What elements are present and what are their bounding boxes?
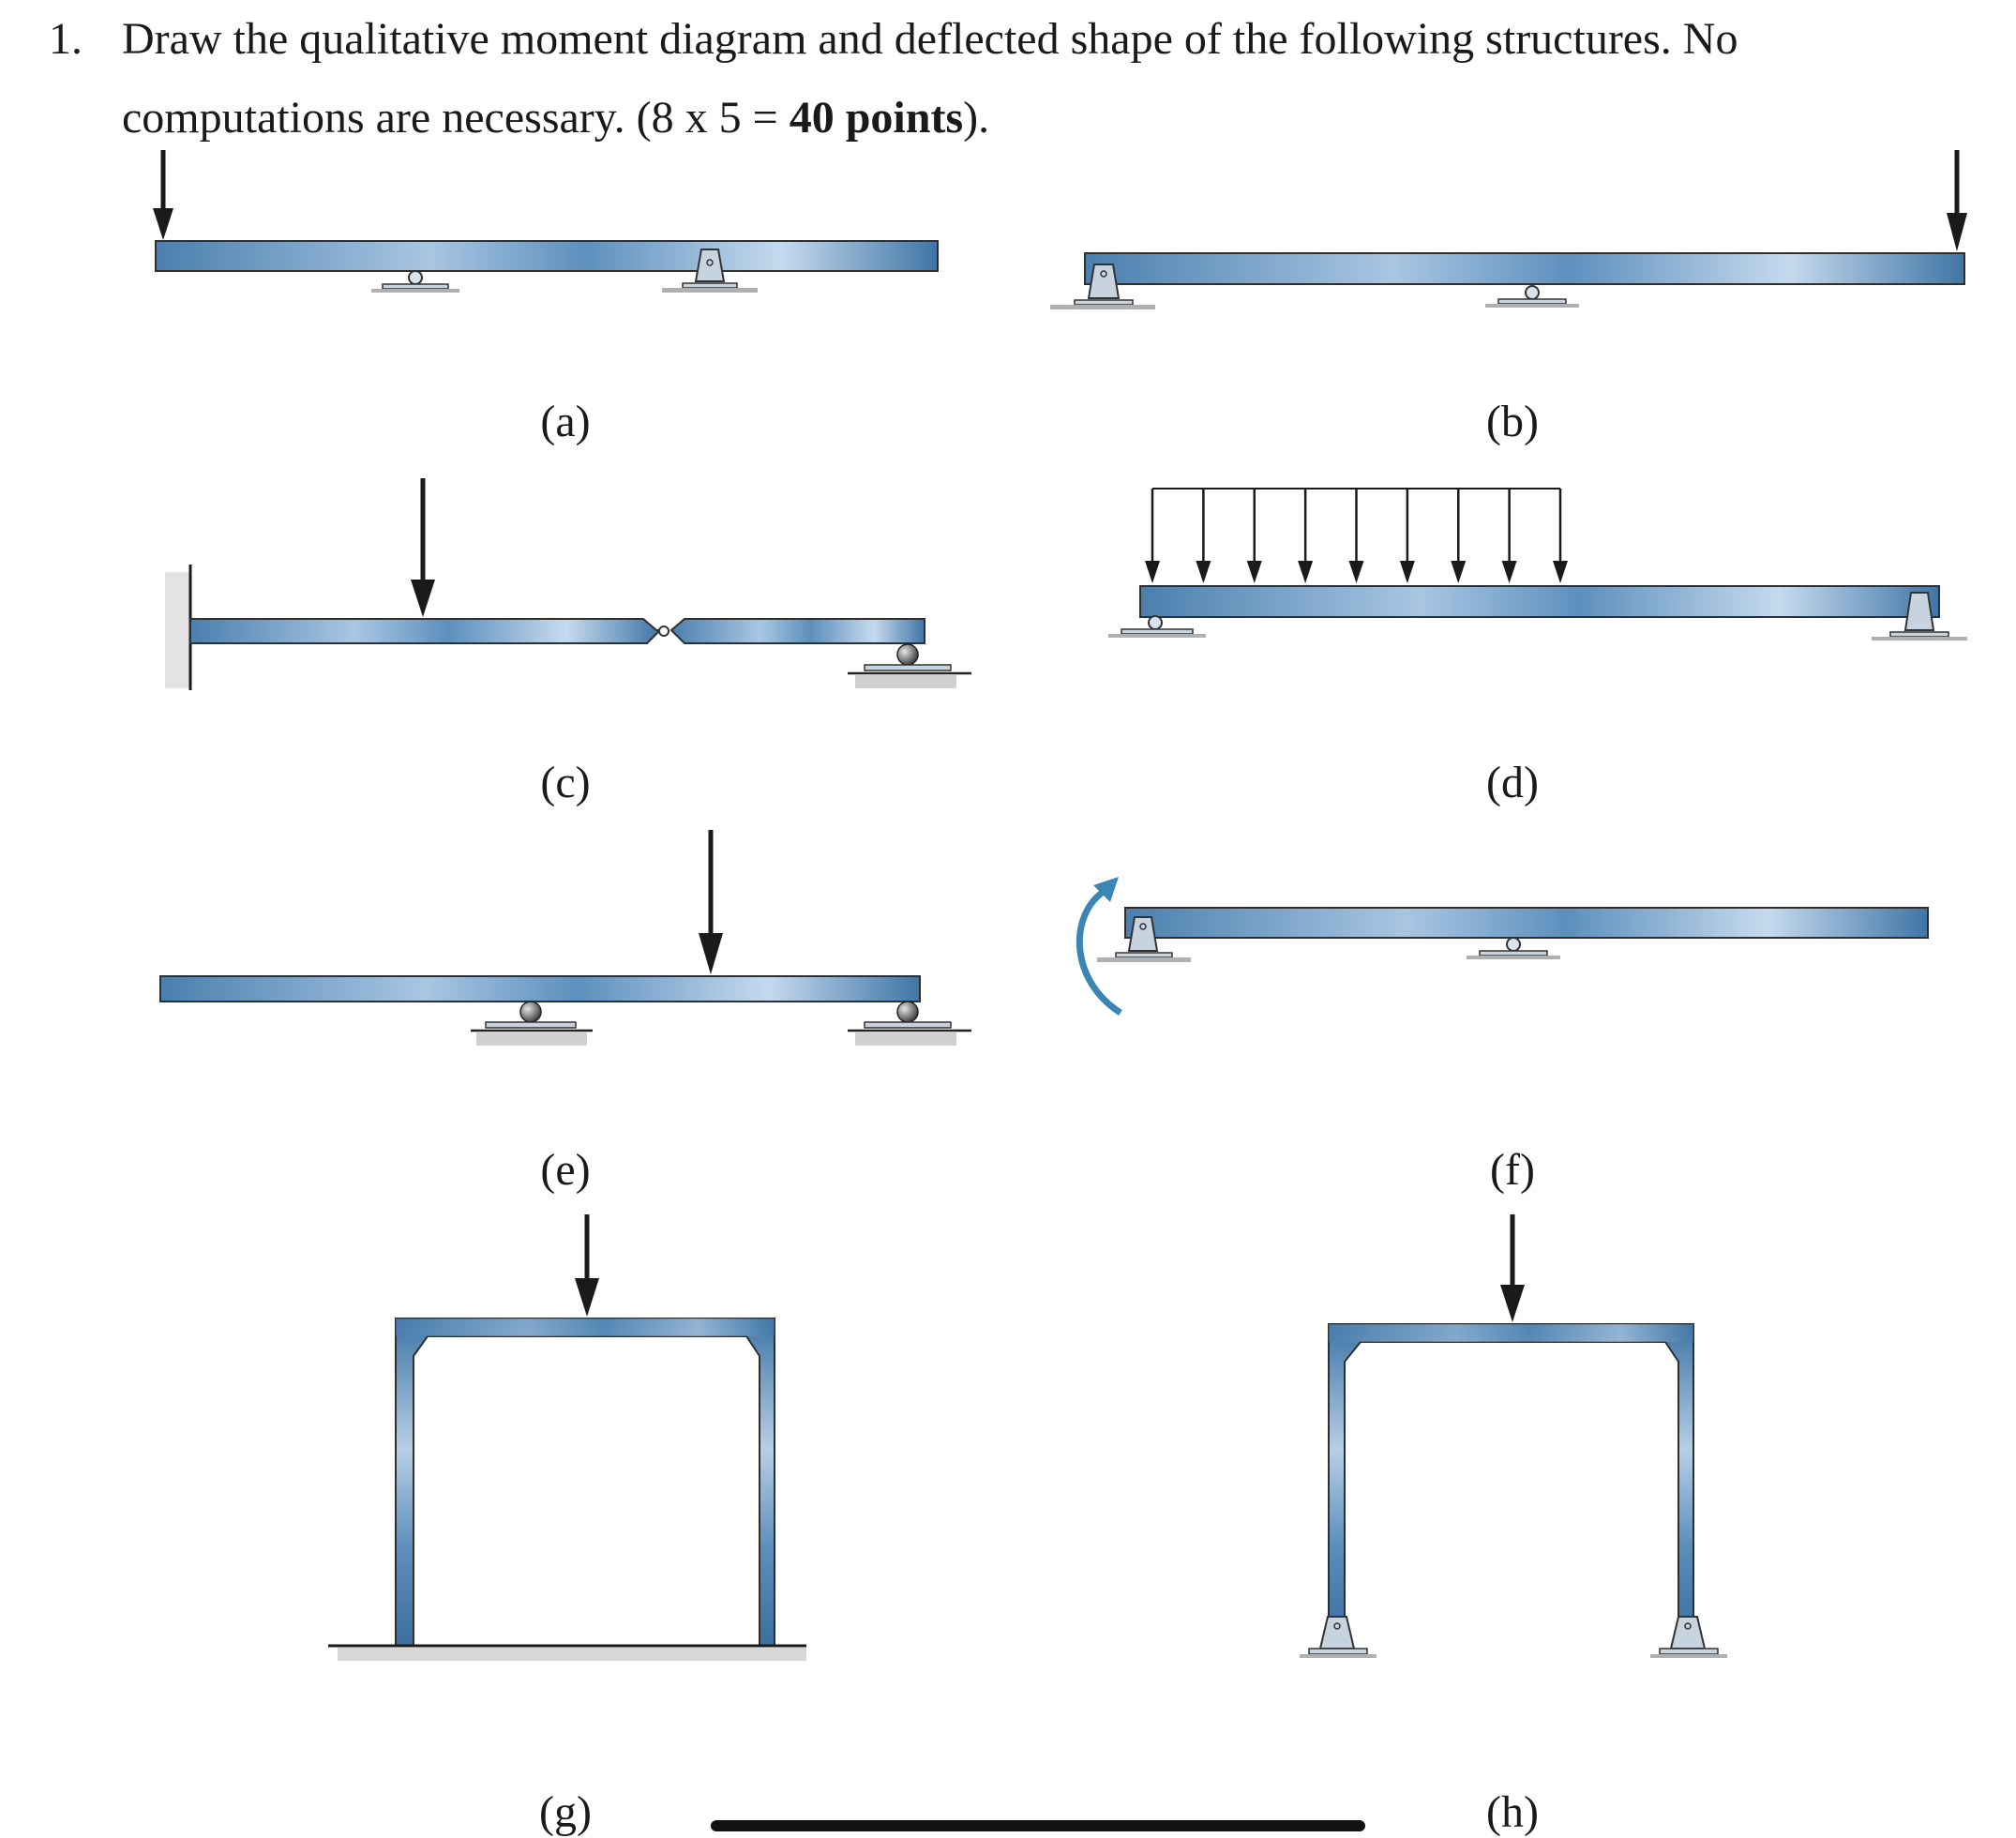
figure-label-f: (f) bbox=[1490, 1145, 1535, 1195]
roller-support bbox=[848, 643, 971, 688]
figure-label-d: (d) bbox=[1486, 758, 1539, 807]
figure-label-c: (c) bbox=[540, 758, 591, 807]
load-arrow-head bbox=[1501, 561, 1517, 583]
figure-g bbox=[328, 1214, 806, 1661]
pin-support bbox=[1300, 1616, 1377, 1658]
figure-c bbox=[165, 478, 971, 690]
figure-label-h: (h) bbox=[1486, 1787, 1539, 1837]
points-prefix: (8 x 5 = bbox=[636, 93, 790, 143]
frame bbox=[1328, 1323, 1694, 1640]
point-load-arrow bbox=[575, 1214, 599, 1317]
frame bbox=[395, 1318, 775, 1647]
applied-moment-arrow bbox=[1076, 877, 1122, 1016]
load-arrow-head bbox=[1399, 561, 1415, 583]
roller-support bbox=[848, 1001, 971, 1046]
figure-h bbox=[1300, 1214, 1727, 1658]
points-value: 40 points bbox=[789, 93, 964, 143]
pin-support bbox=[1097, 916, 1191, 962]
point-load-arrow bbox=[699, 830, 723, 974]
point-load-arrow bbox=[153, 150, 173, 240]
point-load-arrow bbox=[1500, 1214, 1525, 1322]
figure-label-a: (a) bbox=[540, 397, 591, 446]
beam bbox=[1084, 252, 1965, 285]
frame-beam-top bbox=[1329, 1324, 1693, 1342]
points-suffix: ). bbox=[963, 93, 990, 143]
roller-support bbox=[1467, 937, 1560, 959]
distributed-load bbox=[1145, 488, 1568, 583]
load-arrow-head bbox=[1298, 561, 1314, 583]
figure-e bbox=[159, 830, 971, 1046]
roller-support bbox=[471, 1001, 593, 1046]
point-load-arrow bbox=[411, 478, 435, 617]
load-arrow-head bbox=[1553, 561, 1568, 583]
beam bbox=[1124, 907, 1929, 939]
load-arrow-head bbox=[1246, 561, 1262, 583]
question-number: 1. bbox=[49, 14, 83, 64]
fixed-wall bbox=[165, 565, 192, 690]
figure-f bbox=[1076, 877, 1929, 1016]
roller-support bbox=[371, 270, 459, 293]
figure-d bbox=[1108, 488, 1967, 640]
load-arrow-head bbox=[1196, 561, 1211, 583]
pin-support bbox=[1872, 592, 1967, 640]
pin-support bbox=[1050, 264, 1155, 309]
beam-left-segment bbox=[189, 618, 663, 644]
figure-label-g: (g) bbox=[539, 1787, 592, 1837]
beam bbox=[1139, 585, 1940, 618]
home-indicator-bar[interactable] bbox=[711, 1820, 1365, 1831]
figure-label-b: (b) bbox=[1486, 397, 1539, 446]
roller-support bbox=[1485, 285, 1579, 308]
figure-label-e: (e) bbox=[540, 1145, 591, 1195]
beam bbox=[159, 975, 921, 1002]
beam-right-segment bbox=[669, 618, 925, 644]
beam bbox=[155, 240, 939, 272]
pin-support bbox=[1650, 1616, 1727, 1658]
load-arrow-head bbox=[1451, 561, 1467, 583]
fixed-ground bbox=[328, 1644, 806, 1661]
figure-a bbox=[153, 150, 939, 293]
load-arrow-head bbox=[1348, 561, 1364, 583]
frame-beam-top bbox=[396, 1318, 775, 1336]
roller-support bbox=[1108, 615, 1206, 638]
question-body: Draw the qualitative moment diagram and … bbox=[122, 14, 1738, 143]
pin-support bbox=[662, 249, 758, 293]
point-load-arrow bbox=[1947, 150, 1967, 251]
internal-hinge bbox=[658, 625, 669, 637]
load-arrow-head bbox=[1145, 561, 1160, 583]
figure-b bbox=[1050, 150, 1967, 309]
question-text: Draw the qualitative moment diagram and … bbox=[122, 0, 1988, 158]
